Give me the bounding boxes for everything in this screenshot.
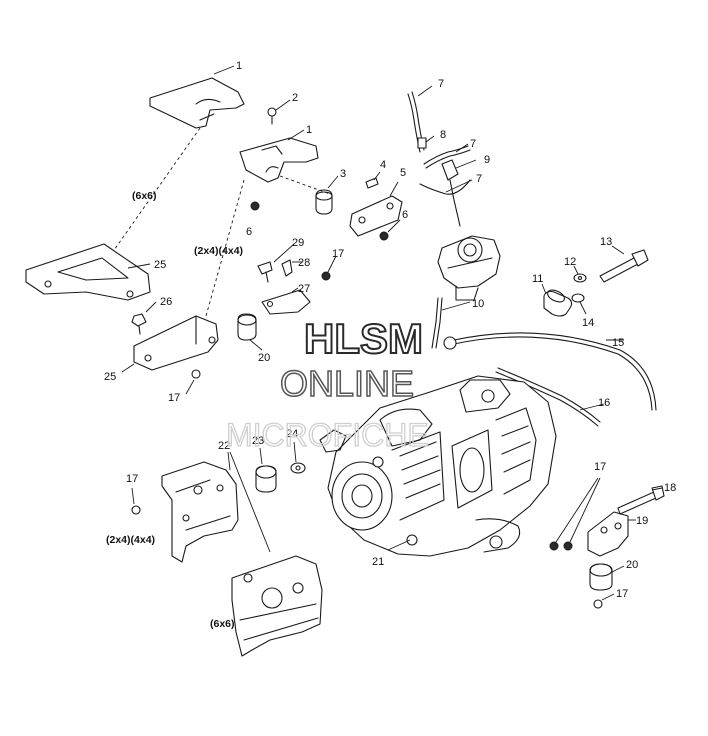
callout-21: 21	[372, 556, 384, 568]
callout-1-top: 1	[236, 60, 242, 72]
callout-4: 4	[380, 159, 386, 171]
callout-2: 2	[292, 92, 298, 104]
callout-3: 3	[340, 168, 346, 180]
callout-26: 26	[160, 296, 172, 308]
callout-23: 23	[252, 435, 264, 447]
note-6x6-bottom: (6x6)	[210, 618, 235, 630]
bracket-1-lower	[239, 137, 319, 183]
washer-12	[573, 273, 587, 283]
nut-6-right	[379, 231, 389, 241]
bracket-22-2x4	[161, 461, 239, 563]
bracket-1-upper	[149, 77, 245, 129]
carburetor	[437, 235, 501, 301]
bolt-26	[131, 313, 147, 335]
callout-13: 13	[600, 236, 612, 248]
bolt-2	[267, 107, 277, 125]
callout-10: 10	[472, 298, 484, 310]
watermark-line-1: HLSM	[304, 315, 423, 362]
callout-17-bottom-left: 17	[126, 473, 138, 485]
clip-28	[281, 259, 293, 277]
spacer-11	[543, 289, 573, 317]
callout-14: 14	[582, 317, 594, 329]
bolt-4	[365, 177, 379, 189]
callout-7-top: 7	[438, 78, 444, 90]
bracket-25-6x6	[25, 243, 151, 301]
callout-16: 16	[598, 397, 610, 409]
callout-5: 5	[400, 167, 406, 179]
callout-12: 12	[564, 256, 576, 268]
bolt-18	[617, 485, 665, 515]
callout-17-right: 17	[594, 461, 606, 473]
watermark-line-2: ONLINE	[280, 363, 414, 404]
callout-15: 15	[612, 337, 624, 349]
callout-6-left: 6	[246, 226, 252, 238]
nut-6-left	[250, 201, 260, 211]
watermark-line-3: MICROFICHE	[226, 417, 429, 453]
nut-17-bottom-right	[593, 599, 603, 609]
mount-20-left	[237, 313, 257, 341]
callout-24: 24	[286, 428, 298, 440]
bracket-25-2x4	[133, 315, 219, 371]
callout-29: 29	[292, 237, 304, 249]
mount-20-right	[589, 563, 613, 591]
callout-17-mid: 17	[332, 248, 344, 260]
callout-1-second: 1	[306, 124, 312, 136]
note-2x4-4x4-top: (2x4)(4x4)	[194, 245, 243, 257]
callout-6-right: 6	[402, 209, 408, 221]
bolt-13	[599, 249, 649, 283]
callout-7-mid: 7	[470, 138, 476, 150]
callout-17-left: 17	[168, 392, 180, 404]
callout-25-top: 25	[154, 259, 166, 271]
note-6x6-top: (6x6)	[132, 190, 157, 202]
callout-9: 9	[484, 154, 490, 166]
callout-8: 8	[440, 129, 446, 141]
bracket-19	[587, 511, 629, 557]
hose-7-low	[419, 179, 471, 195]
spacer-3	[315, 189, 333, 215]
callout-20-left: 20	[258, 352, 270, 364]
callout-20-right: 20	[626, 559, 638, 571]
cable-15	[443, 332, 657, 411]
nuts-17-right	[549, 541, 573, 551]
callout-25-bottom: 25	[104, 371, 116, 383]
note-2x4-4x4-bottom: (2x4)(4x4)	[106, 534, 155, 546]
plate-5	[349, 195, 403, 237]
callout-11: 11	[532, 273, 543, 285]
callout-28: 28	[298, 257, 310, 269]
callout-7-low: 7	[476, 173, 482, 185]
cable-16	[495, 367, 601, 427]
bolt-29	[257, 261, 273, 283]
callout-27: 27	[298, 283, 310, 295]
nut-17-bottom-left	[131, 505, 141, 515]
fitting-9	[441, 159, 461, 227]
mount-23	[255, 465, 277, 493]
cable-10	[431, 297, 443, 349]
washer-24	[290, 462, 306, 474]
callout-18: 18	[664, 482, 676, 494]
callout-22: 22	[218, 440, 230, 452]
bracket-22-6x6	[231, 555, 323, 657]
nut-14	[571, 293, 585, 303]
callout-19: 19	[636, 515, 648, 527]
clip-8	[417, 137, 427, 149]
engine-21	[319, 375, 557, 557]
nut-17-left	[191, 369, 201, 379]
bracket-27	[261, 289, 311, 315]
nut-17-mid	[321, 271, 331, 281]
callout-17-bottom-right: 17	[616, 588, 628, 600]
